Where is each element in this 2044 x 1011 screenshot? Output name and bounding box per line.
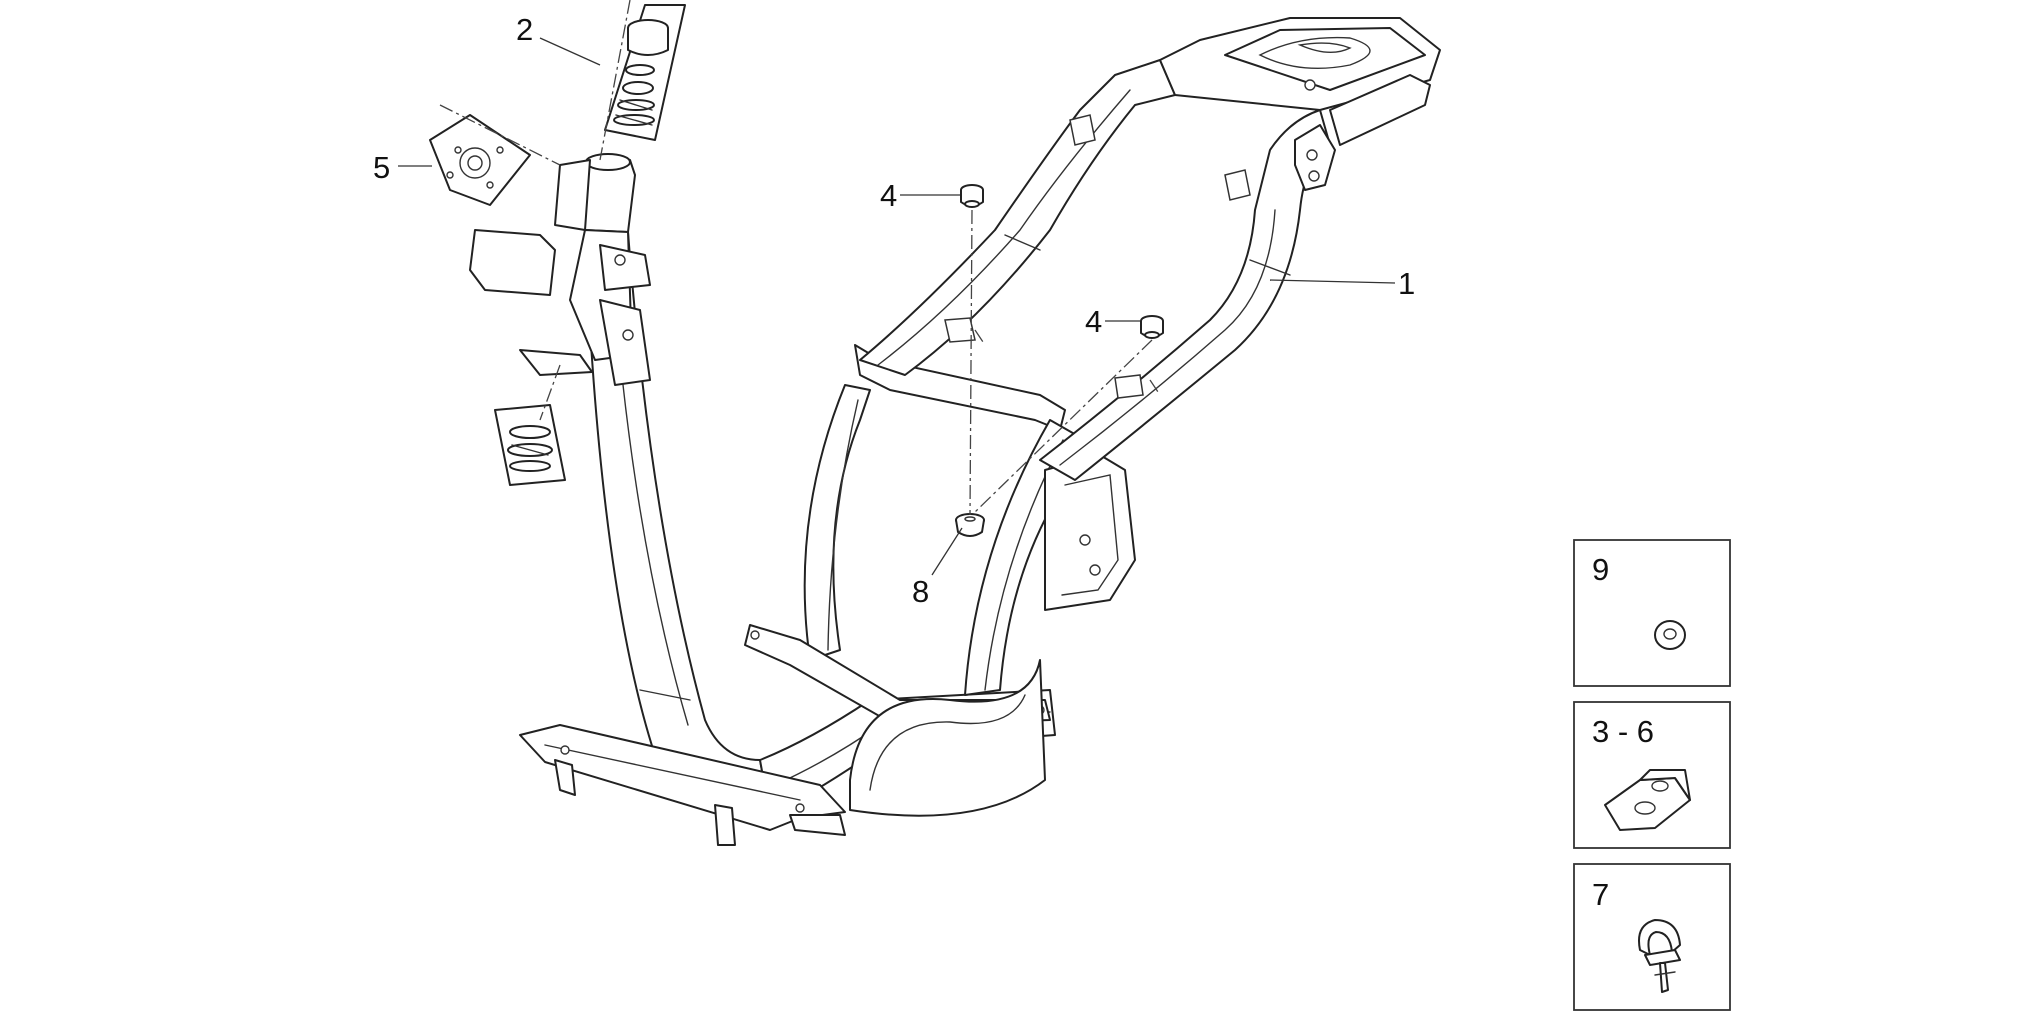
head-tube [469,153,651,386]
grommet-part-8 [955,513,985,537]
clip-nut-icon [1604,769,1691,831]
leader-lines [398,37,1396,576]
callout-label-2: 2 [516,12,533,47]
rubber-bumper-part-4-a [960,184,984,208]
callout-label-8: 8 [912,574,929,609]
inset-box-cable-clip: 7 [1573,863,1731,1011]
inset-label-3-6: 3 - 6 [1592,714,1654,749]
assembly-centerlines [439,0,1161,516]
inset-label-9: 9 [1592,552,1609,587]
mounting-plate-part-5 [429,114,531,206]
inset-box-washer: 9 [1573,539,1731,687]
frame-part-1 [519,17,1441,846]
callout-label-5: 5 [373,150,390,185]
callout-label-4-top: 4 [880,178,897,213]
callout-label-4-right: 4 [1085,304,1102,339]
washer-icon [1654,620,1686,650]
callout-label-1: 1 [1398,266,1415,301]
inset-label-7: 7 [1592,877,1609,912]
cable-clip-icon [1638,919,1681,993]
steering-bearing-upper-part-2 [604,4,686,141]
rubber-bumper-part-4-b [1140,315,1164,339]
steering-bearing-lower [494,404,566,486]
inset-box-clip-nut: 3 - 6 [1573,701,1731,849]
